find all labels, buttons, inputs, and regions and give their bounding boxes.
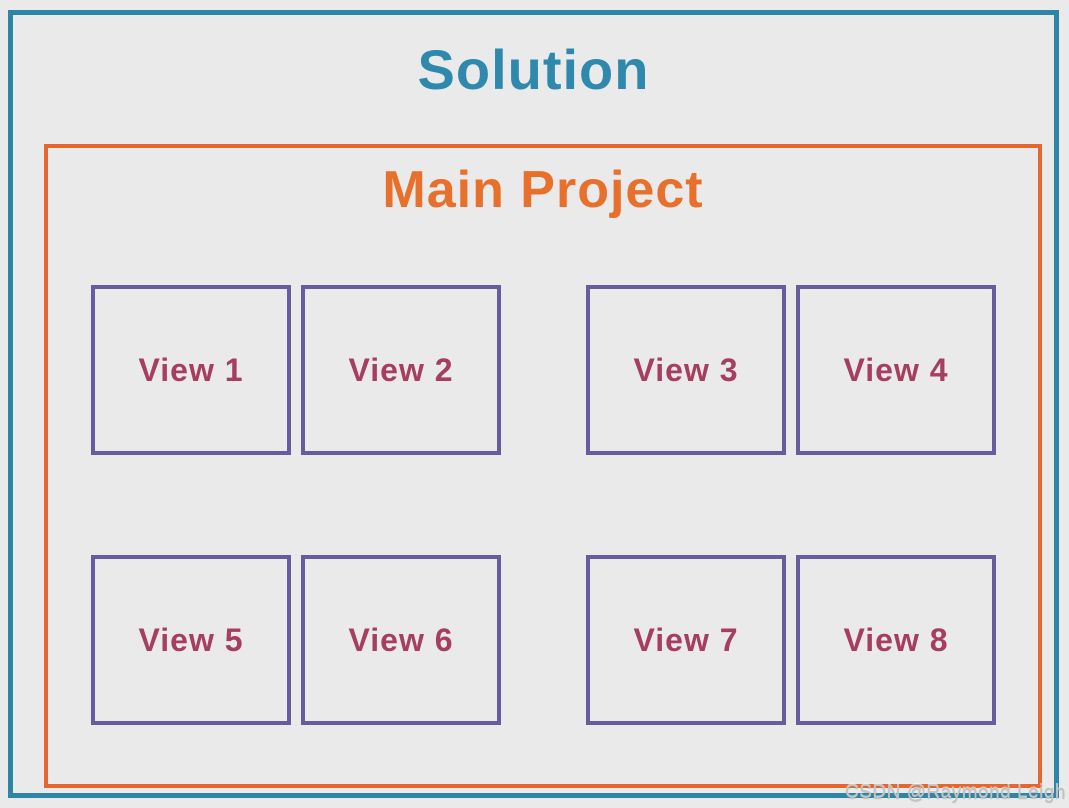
views-grid: View 1 View 2 View 3 View 4 (91, 285, 996, 725)
view-label: View 1 (138, 351, 244, 388)
view-group-top-right: View 3 View 4 (586, 285, 996, 455)
view-label: View 7 (633, 621, 739, 658)
solution-title: Solution (417, 38, 650, 101)
view-row-bottom: View 5 View 6 View 7 View 8 (91, 555, 996, 725)
view-label: View 8 (843, 621, 949, 658)
view-box-1: View 1 (91, 285, 291, 455)
view-group-top-left: View 1 View 2 (91, 285, 501, 455)
view-box-6: View 6 (301, 555, 501, 725)
view-group-bottom-left: View 5 View 6 (91, 555, 501, 725)
view-row-top: View 1 View 2 View 3 View 4 (91, 285, 996, 455)
main-project-title: Main Project (382, 161, 704, 219)
view-box-8: View 8 (796, 555, 996, 725)
view-label: View 2 (348, 351, 454, 388)
view-box-5: View 5 (91, 555, 291, 725)
main-project-container: Main Project View 1 View 2 View 3 (44, 144, 1042, 788)
view-label: View 5 (138, 621, 244, 658)
view-box-2: View 2 (301, 285, 501, 455)
view-box-3: View 3 (586, 285, 786, 455)
view-group-bottom-right: View 7 View 8 (586, 555, 996, 725)
view-label: View 4 (843, 351, 949, 388)
view-box-7: View 7 (586, 555, 786, 725)
watermark: CSDN @Raymond Leigh (845, 782, 1066, 803)
view-box-4: View 4 (796, 285, 996, 455)
view-label: View 6 (348, 621, 454, 658)
view-label: View 3 (633, 351, 739, 388)
solution-container: Solution Main Project View 1 View 2 (8, 10, 1059, 798)
